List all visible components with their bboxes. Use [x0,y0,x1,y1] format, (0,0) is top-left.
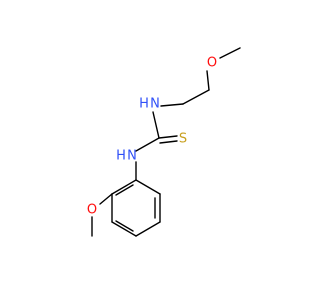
atom-s-thione: S [179,132,187,147]
bonds [91,47,241,237]
ring-bond-6 [111,179,137,195]
bond-ring-o-bottom [99,193,113,205]
bond-n-upper-c [152,111,160,139]
ring-inner-3 [115,184,134,196]
molecule-structure: O N H S N H O [87,47,241,237]
bond-o-top-ch2 [206,70,210,91]
atom-h-lower: H [116,149,126,164]
atom-n-upper: N [150,97,160,112]
ring-bond-4 [111,221,137,237]
bond-ch2-n-upper [160,103,184,107]
bond-c-n-lower [135,137,160,152]
atom-n-lower: N [127,149,137,164]
bond-c-s-1 [158,135,178,139]
atom-labels: O N H S N H O [87,56,217,218]
ring-bond-1 [135,179,161,195]
atom-o-bottom: O [87,203,97,218]
bond-methyl-o-top [219,47,241,59]
ring-inner-2 [115,220,134,232]
atom-o-top: O [207,56,217,71]
bond-ch2-ch2 [182,89,210,105]
bond-c-s-2 [159,140,178,144]
ring-bond-3 [135,221,161,237]
atom-h-upper: H [139,97,149,112]
